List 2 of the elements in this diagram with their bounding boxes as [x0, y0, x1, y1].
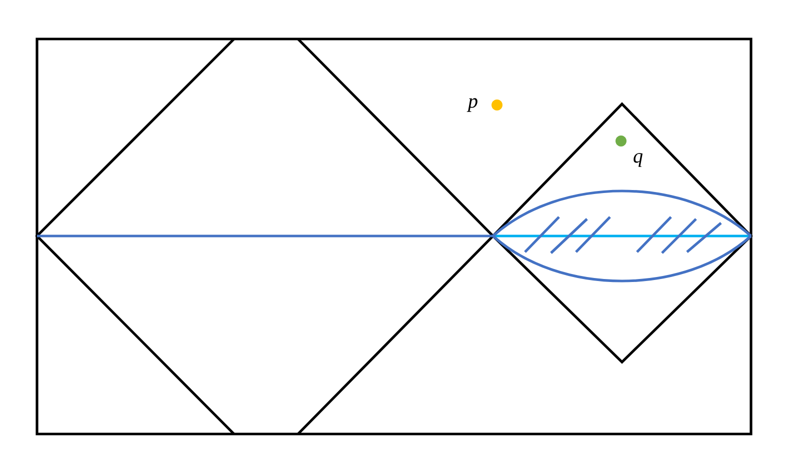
point-label: p: [466, 98, 478, 112]
point-label: q: [634, 153, 643, 167]
